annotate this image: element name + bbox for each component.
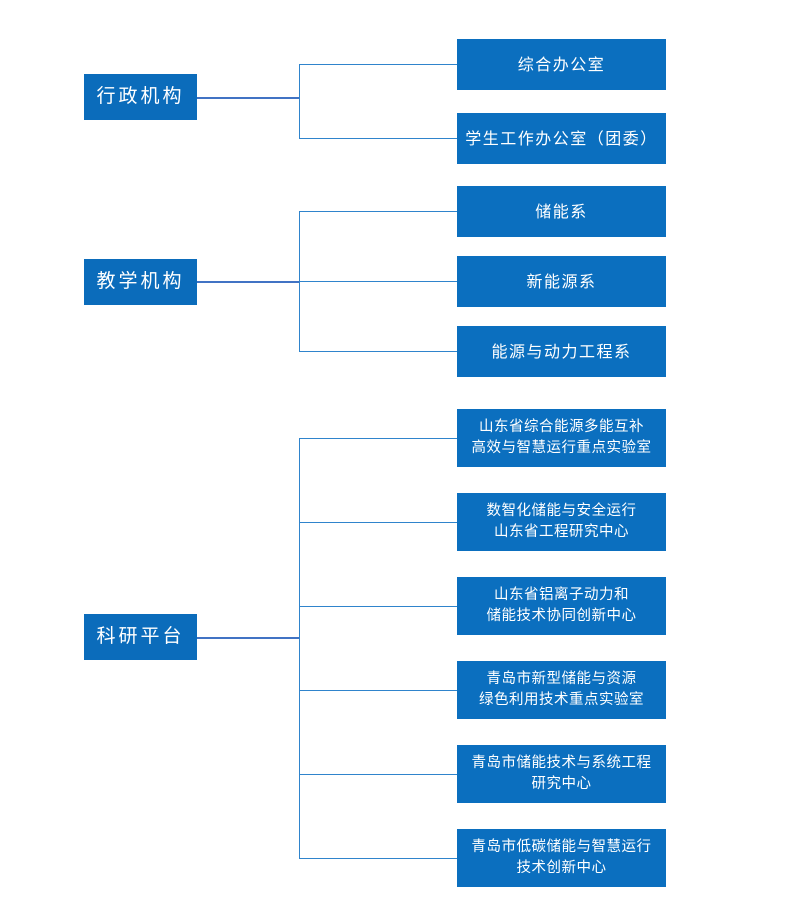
leaf-node-research-5-line-2: 研究中心 <box>531 776 592 792</box>
connector-branch-research-4 <box>299 690 457 691</box>
connector-stem-admin <box>197 97 300 99</box>
leaf-node-admin-2-line-1: 学生工作办公室（团委） <box>465 128 658 148</box>
leaf-node-teaching-2-line-1: 新能源系 <box>526 271 597 291</box>
connector-branch-research-6 <box>299 858 457 859</box>
parent-node-teaching[interactable]: 教学机构 <box>84 259 197 305</box>
leaf-node-research-4-line-2: 绿色利用技术重点实验室 <box>479 692 644 708</box>
leaf-node-research-2[interactable]: 数智化储能与安全运行 山东省工程研究中心 <box>457 493 666 551</box>
leaf-node-teaching-1-line-1: 储能系 <box>535 201 588 221</box>
leaf-node-teaching-3-line-1: 能源与动力工程系 <box>491 341 632 361</box>
connector-stem-teaching <box>197 281 300 283</box>
leaf-node-research-6-line-1: 青岛市低碳储能与智慧运行 <box>471 838 652 855</box>
leaf-node-teaching-3[interactable]: 能源与动力工程系 <box>457 326 666 377</box>
leaf-node-research-4-line-1: 青岛市新型储能与资源 <box>486 670 637 687</box>
leaf-node-research-6-line-2: 技术创新中心 <box>516 860 607 876</box>
leaf-node-research-1-line-1: 山东省综合能源多能互补 <box>479 418 644 435</box>
leaf-node-teaching-2[interactable]: 新能源系 <box>457 256 666 307</box>
leaf-node-research-2-line-1: 数智化储能与安全运行 <box>486 502 637 519</box>
leaf-node-admin-1[interactable]: 综合办公室 <box>457 39 666 90</box>
parent-node-admin[interactable]: 行政机构 <box>84 74 197 120</box>
leaf-node-research-1-line-2: 高效与智慧运行重点实验室 <box>471 440 652 456</box>
parent-node-research-label: 科研平台 <box>96 625 185 648</box>
connector-branch-admin-2 <box>299 138 457 139</box>
leaf-node-research-3[interactable]: 山东省铝离子动力和 储能技术协同创新中心 <box>457 577 666 635</box>
leaf-node-teaching-1[interactable]: 储能系 <box>457 186 666 237</box>
connector-branch-teaching-3 <box>299 351 457 352</box>
leaf-node-research-6[interactable]: 青岛市低碳储能与智慧运行 技术创新中心 <box>457 829 666 887</box>
connector-trunk-research <box>299 438 300 858</box>
leaf-node-research-3-line-1: 山东省铝离子动力和 <box>494 586 629 603</box>
leaf-node-admin-2[interactable]: 学生工作办公室（团委） <box>457 113 666 164</box>
connector-branch-teaching-1 <box>299 211 457 212</box>
connector-branch-teaching-2 <box>299 281 457 282</box>
connector-branch-admin-1 <box>299 64 457 65</box>
leaf-node-research-5[interactable]: 青岛市储能技术与系统工程 研究中心 <box>457 745 666 803</box>
connector-branch-research-2 <box>299 522 457 523</box>
leaf-node-research-1[interactable]: 山东省综合能源多能互补 高效与智慧运行重点实验室 <box>457 409 666 467</box>
leaf-node-admin-1-line-1: 综合办公室 <box>517 54 606 74</box>
leaf-node-research-3-line-2: 储能技术协同创新中心 <box>486 608 637 624</box>
connector-trunk-admin <box>299 64 300 138</box>
leaf-node-research-2-line-2: 山东省工程研究中心 <box>494 524 629 540</box>
connector-branch-research-5 <box>299 774 457 775</box>
parent-node-admin-label: 行政机构 <box>96 85 185 108</box>
connector-stem-research <box>197 637 300 639</box>
connector-branch-research-1 <box>299 438 457 439</box>
leaf-node-research-4[interactable]: 青岛市新型储能与资源 绿色利用技术重点实验室 <box>457 661 666 719</box>
parent-node-teaching-label: 教学机构 <box>96 270 185 293</box>
leaf-node-research-5-line-1: 青岛市储能技术与系统工程 <box>471 754 652 771</box>
parent-node-research[interactable]: 科研平台 <box>84 614 197 660</box>
connector-branch-research-3 <box>299 606 457 607</box>
